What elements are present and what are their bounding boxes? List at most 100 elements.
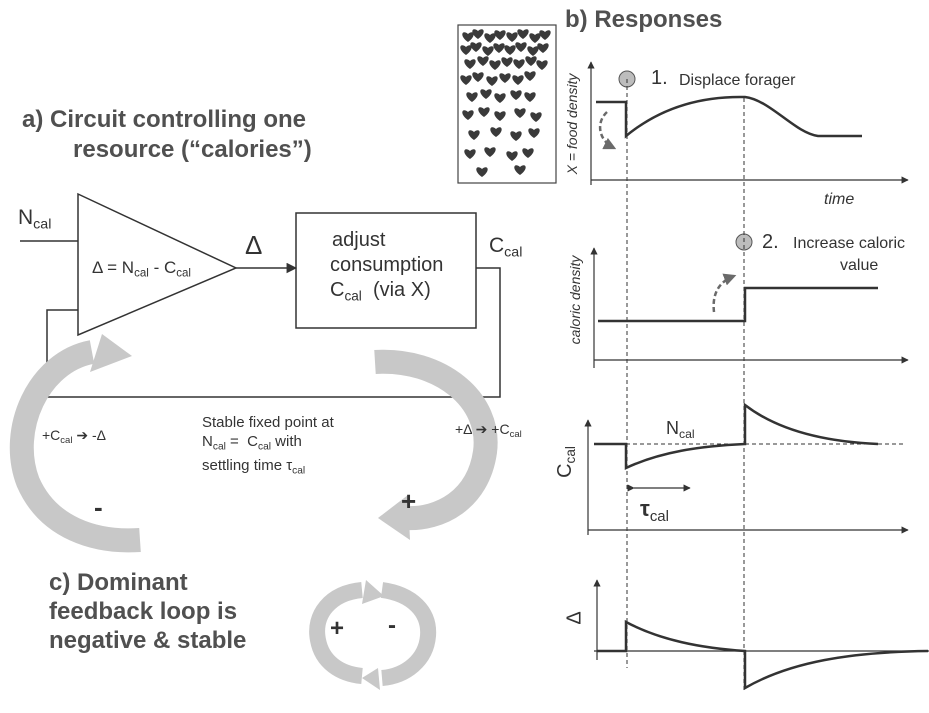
plot3-setpoint-label: Ncal: [666, 418, 695, 441]
loop-arrows-panel-a: [9, 334, 498, 553]
plot1-response-line: [596, 95, 862, 139]
adjust-consumption-box: [295, 212, 477, 329]
fixed-point-line2: Ncal = Ccal with: [202, 432, 334, 456]
heart-icon: [517, 29, 529, 39]
tau-label: τcal: [640, 496, 669, 525]
panel-c-minus: -: [388, 612, 396, 639]
heart-icon: [490, 127, 502, 137]
heart-icon: [506, 32, 518, 42]
heart-icon: [460, 75, 472, 85]
heart-icon: [464, 149, 476, 159]
heart-icon: [529, 33, 541, 43]
heart-icon: [512, 75, 524, 85]
heart-icon: [478, 107, 490, 117]
comparator-formula: Δ = Ncal - Ccal: [92, 258, 191, 280]
formula-part-b: - C: [148, 258, 177, 277]
fp2-b: = C: [225, 433, 258, 450]
setpoint-sub: cal: [679, 426, 695, 441]
formula-sub-1: cal: [134, 267, 149, 280]
plot1-xlabel: time: [824, 191, 855, 208]
plot4-response-line: [597, 619, 929, 691]
plot3-response-line: [594, 402, 879, 470]
event2-text-line1: Increase caloric: [793, 235, 906, 252]
event2-number: 2.: [762, 231, 779, 253]
n-cal-input-text: N: [18, 206, 34, 229]
heart-icon: [494, 111, 506, 121]
panel-a-heading: a) Circuit controlling one resource (“ca…: [22, 105, 312, 165]
formula-part-a: Δ = N: [92, 258, 135, 277]
fp2-sub1: cal: [212, 441, 226, 453]
heart-icon: [462, 32, 474, 42]
left-loop-part-a: +C: [42, 427, 61, 443]
heart-icon: [484, 33, 496, 43]
plot2-ylabel: caloric density: [567, 255, 583, 345]
heart-icon: [530, 112, 542, 122]
left-loop-arrowhead: [90, 334, 132, 372]
heart-icon: [501, 57, 513, 67]
heart-icon: [494, 93, 506, 103]
circuit-diagram: [20, 192, 501, 398]
plot2-response-line: [598, 286, 878, 323]
right-loop-label: +Δ ➔ +Ccal: [455, 421, 522, 440]
n-cal-input-sub: cal: [33, 216, 52, 233]
plot-delta: [593, 579, 929, 691]
heart-icon: [510, 90, 522, 100]
heart-icon: [525, 56, 537, 66]
heart-icon: [472, 72, 484, 82]
heart-icon: [460, 45, 472, 55]
formula-sub-2: cal: [176, 267, 191, 280]
heart-icon: [536, 60, 548, 70]
heart-icon: [528, 128, 540, 138]
hearts-group: [460, 29, 551, 177]
small-left-arrowhead: [362, 580, 384, 604]
plot-food-density: [587, 61, 909, 185]
heart-icon: [470, 42, 482, 52]
tau-sub: cal: [649, 507, 669, 525]
plot3-ylabel-sub: cal: [563, 446, 579, 464]
fp3-sub: cal: [292, 465, 306, 477]
left-loop-part-b: ➔ -Δ: [72, 427, 106, 443]
small-left-arc: [309, 582, 364, 684]
heart-icon: [493, 43, 505, 53]
panel-c-heading-line1: c) Dominant: [49, 569, 188, 596]
plot3-ylabel-c: C: [553, 463, 576, 478]
event2-text: Increase caloric value: [793, 233, 905, 277]
c-cal-output-label: Ccal: [489, 234, 522, 261]
comparator-triangle: [77, 192, 238, 337]
setpoint-n: N: [666, 418, 679, 438]
heart-icon: [477, 56, 489, 66]
fp2-c: with: [271, 433, 302, 450]
heart-icon: [513, 59, 525, 69]
c-cal-output-text: C: [489, 234, 505, 257]
panel-b-heading: b) Responses: [565, 6, 723, 33]
event1-number: 1.: [651, 67, 668, 89]
box-line3-c: C: [330, 279, 345, 301]
right-loop-arc: [374, 349, 498, 531]
plot2-increase-arrow: [712, 273, 737, 313]
event2-text-line2: value: [840, 257, 879, 274]
heart-icon: [486, 76, 498, 86]
plot-c-cal: [584, 402, 909, 535]
panel-c-heading-line3: negative & stable: [49, 627, 247, 654]
heart-icon: [476, 167, 488, 177]
heart-icon: [494, 30, 506, 40]
heart-icon: [484, 147, 496, 157]
negative-loop-sign: -: [94, 492, 103, 522]
heart-icon: [464, 59, 476, 69]
panel-a-heading-line1: a) Circuit controlling one: [22, 106, 307, 133]
left-loop-label: +Ccal ➔ -Δ: [42, 427, 106, 446]
heart-icon: [514, 165, 526, 175]
left-loop-arc: [9, 340, 141, 553]
heart-icon: [466, 92, 478, 102]
panel-c-heading: c) Dominant feedback loop is negative & …: [49, 568, 246, 655]
right-loop-arrowhead: [378, 495, 410, 540]
heart-icon: [462, 110, 474, 120]
heart-icon: [537, 43, 549, 53]
right-loop-part-a: +Δ ➔ +C: [455, 421, 510, 437]
fixed-point-line3: settling time τcal: [202, 456, 334, 480]
box-line3: Ccal (via X): [330, 278, 443, 308]
small-right-arrowhead: [362, 668, 380, 690]
feedback-line: [46, 267, 501, 398]
plot-caloric-density: [590, 233, 909, 368]
